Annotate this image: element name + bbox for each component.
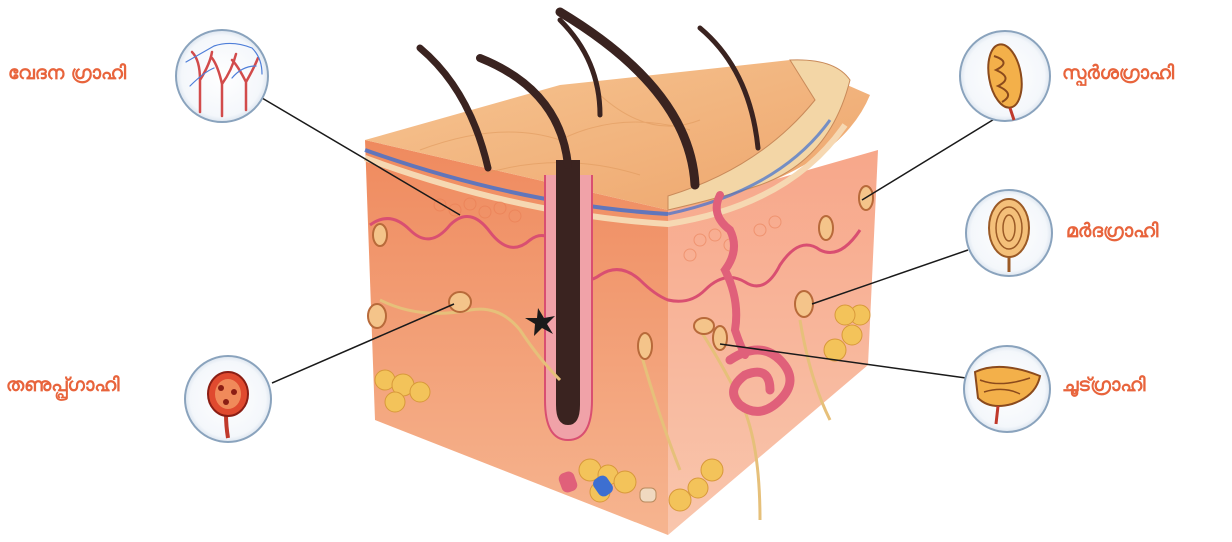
- heat-receptor-callout: [964, 346, 1050, 432]
- touch-receptor-callout: [960, 31, 1050, 121]
- label-pressure-receptor: മർദഗ്രാഹി: [1066, 222, 1158, 241]
- label-touch-receptor: സ്പർശഗ്രാഹി: [1062, 64, 1174, 83]
- pain-receptor-callout: [176, 30, 268, 122]
- block-receptor-2: [694, 318, 714, 334]
- block-receptor-9: [819, 216, 833, 240]
- label-heat-receptor: ചൂട്ഗ്രാഹി: [1062, 376, 1146, 395]
- pressure-receptor-callout: [966, 190, 1052, 276]
- block-receptor-8: [638, 333, 652, 359]
- skin-block: [365, 60, 878, 535]
- block-receptor-4: [795, 291, 813, 317]
- label-cold-receptor: തണുപ്പ്ഗ്രാഹി: [6, 376, 120, 395]
- hair-shaft-root: [556, 160, 580, 425]
- block-receptor-6: [373, 224, 387, 246]
- label-pain-receptor: വേദന ഗ്രാഹി: [8, 64, 126, 83]
- block-receptor-1: [449, 292, 471, 312]
- block-receptor-7: [368, 304, 386, 328]
- block-receptor-3: [713, 326, 727, 350]
- cold-receptor-callout: [185, 356, 271, 442]
- leader-touch: [862, 118, 996, 200]
